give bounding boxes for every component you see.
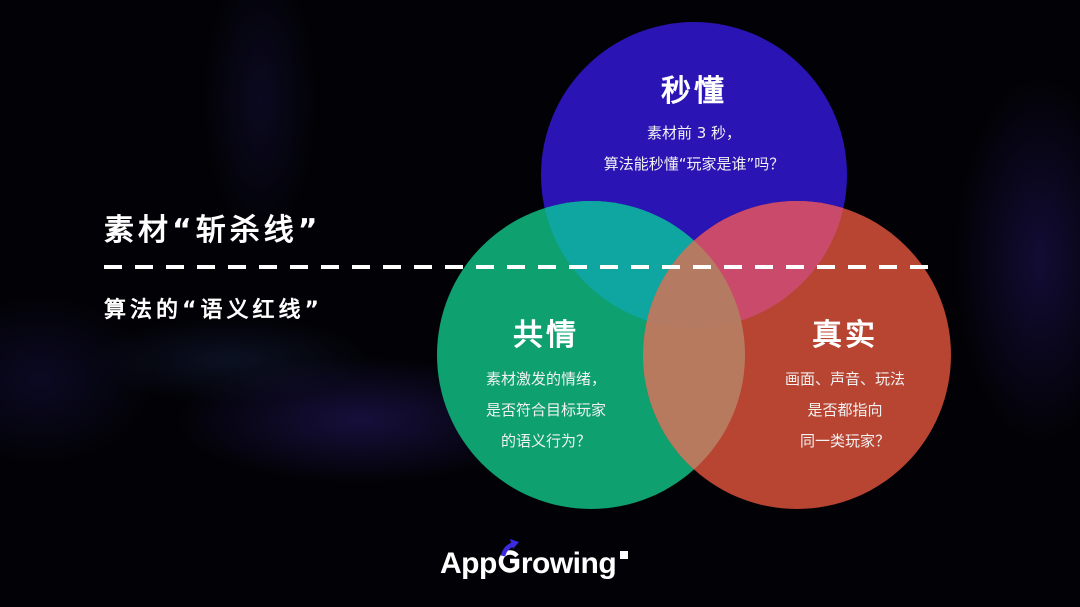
logo-text-left: App [440,547,497,580]
circle-green-desc: 素材激发的情绪， 是否符合目标玩家 的语义行为？ [426,364,666,457]
heading-semantic-redline: 算法的“语义红线” [104,298,323,323]
circle-blue-desc: 素材前 3 秒， 算法能秒懂“玩家是谁”吗？ [574,118,814,180]
desc-line: 同一类玩家？ [799,432,890,450]
circle-green-text: 共情 素材激发的情绪， 是否符合目标玩家 的语义行为？ [426,318,666,457]
desc-line: 画面、声音、玩法 [784,370,905,388]
desc-line: 的语义行为？ [500,432,591,450]
desc-line: 算法能秒懂“玩家是谁”吗？ [603,155,785,173]
logo-text-right: rowing [520,547,617,580]
circle-red-title: 真实 [812,318,878,353]
logo-square-icon [620,551,629,559]
dashed-divider [104,265,940,269]
logo-g-arrow-icon [497,539,521,581]
desc-line: 是否都指向 [807,401,883,419]
circle-green-title: 共情 [513,318,579,353]
desc-line: 素材激发的情绪， [485,370,606,388]
circle-red-text: 真实 画面、声音、玩法 是否都指向 同一类玩家？ [725,318,965,457]
desc-line: 是否符合目标玩家 [485,401,606,419]
heading-cutoff-line: 素材“斩杀线” [104,213,322,248]
circle-blue-text: 秒懂 素材前 3 秒， 算法能秒懂“玩家是谁”吗？ [574,74,814,180]
overlap-center [643,201,745,328]
appgrowing-logo: App rowing [440,539,629,581]
desc-line: 素材前 3 秒， [646,124,742,142]
circle-red-desc: 画面、声音、玩法 是否都指向 同一类玩家？ [725,364,965,457]
circle-blue-title: 秒懂 [661,74,727,109]
